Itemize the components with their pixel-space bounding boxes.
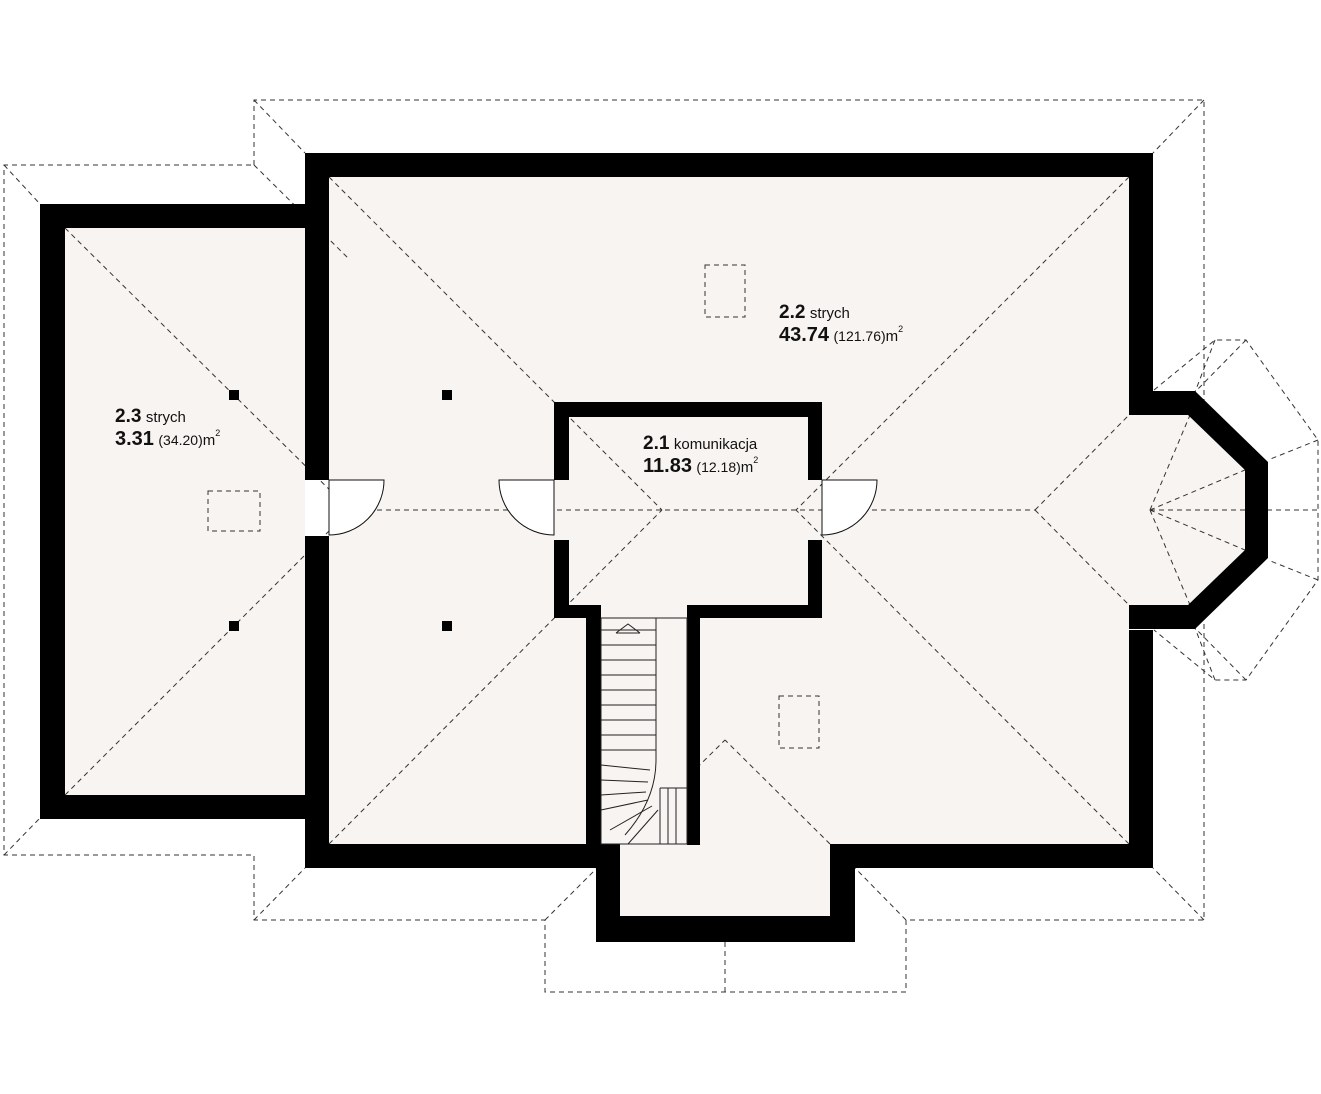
room-label-2-2: 2.2 strych 43.74 (121.76)m2 (779, 302, 903, 347)
room-label-2-1: 2.1 komunikacja 11.83 (12.18)m2 (643, 433, 758, 478)
room-label-2-3: 2.3 strych 3.31 (34.20)m2 (115, 406, 220, 451)
room-area: 11.83 (643, 454, 692, 477)
room-number: 2.2 (779, 302, 806, 323)
room-number: 2.3 (115, 406, 142, 427)
room-total-area: (12.18) (696, 458, 741, 475)
area-unit: m (202, 431, 216, 449)
posts (229, 390, 452, 631)
walls (40, 153, 1268, 942)
area-unit-sup: 2 (753, 454, 759, 465)
area-unit: m (740, 458, 754, 476)
stairs (600, 617, 688, 845)
room-name: komunikacja (673, 436, 758, 453)
room-total-area: (121.76) (833, 327, 886, 344)
door-2-1-left (498, 479, 555, 536)
room-number: 2.1 (643, 433, 670, 454)
room-name: strych (809, 305, 850, 322)
door-2-1-right (821, 479, 878, 536)
area-unit-sup: 2 (215, 427, 221, 438)
area-unit: m (885, 327, 899, 345)
room-area: 3.31 (115, 427, 154, 450)
area-unit-sup: 2 (898, 323, 904, 334)
doors (328, 479, 878, 536)
room-name: strych (145, 409, 186, 426)
room-total-area: (34.20) (158, 431, 203, 448)
door-2-3 (328, 479, 385, 536)
room-area: 43.74 (779, 323, 830, 346)
